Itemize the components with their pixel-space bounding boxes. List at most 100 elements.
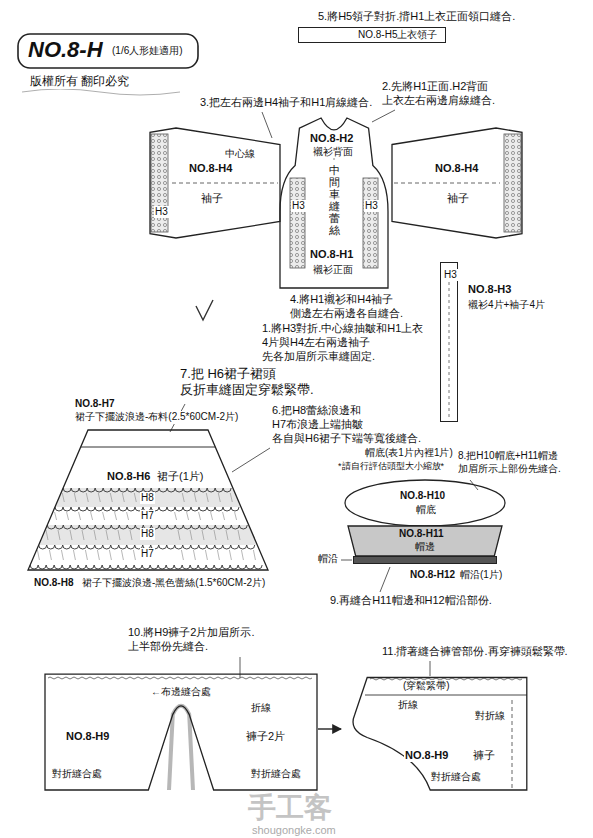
- piece-outline: [150, 128, 280, 238]
- note-label: 版權所有 翻印必究: [30, 74, 129, 89]
- pattern-piece: NO.8-H6裙子(1片)H8H7H8H7: [28, 430, 268, 570]
- gather-stroke: [86, 493, 88, 502]
- piece-label: 對折縫合處: [430, 771, 482, 783]
- piece-label: NO.8-H12: [409, 569, 456, 581]
- gather-stroke: [178, 530, 180, 540]
- lace-tier: [55, 488, 241, 507]
- gather-stroke: [187, 512, 189, 520]
- flourish: [22, 89, 180, 95]
- note-label: 3.把左右兩邊H4袖子和H1肩線縫合.: [200, 96, 372, 110]
- piece-label: 中間車縫蕾絲: [328, 164, 341, 237]
- gather-stroke: [55, 512, 57, 520]
- leader-line: [240, 657, 241, 678]
- note-label: 9.再縫合H11帽邊和H12帽沿部份.: [330, 594, 492, 608]
- gather-stroke: [46, 530, 48, 540]
- piece-label: 袖子: [200, 192, 224, 205]
- piece-label: 對折縫合處: [250, 768, 302, 780]
- piece-label: 褲子: [472, 749, 496, 762]
- waist-edge: [48, 677, 312, 679]
- piece-outline-path: [353, 678, 527, 791]
- lace-band: [363, 178, 378, 268]
- piece-label: H7: [140, 548, 155, 560]
- piece-label: 對折縫合處: [51, 768, 103, 780]
- sleeve-lace: [504, 134, 521, 232]
- gather-stroke: [94, 530, 96, 540]
- sleeve-lace: [504, 134, 521, 232]
- gather-stroke: [230, 493, 232, 502]
- pattern-piece: NO.8-H10帽底: [345, 480, 505, 526]
- gather-stroke: [82, 530, 84, 540]
- gather-stroke: [205, 550, 207, 560]
- lace-tier: [39, 525, 258, 545]
- gather-stroke: [235, 512, 237, 520]
- pattern-piece: NO.8-H2襯衫背面中間車縫蕾絲H3H3NO.8-H1襯衫正面: [280, 118, 388, 288]
- leader-line: [430, 661, 431, 676]
- waistband-line: [365, 695, 527, 696]
- piece-label: NO.8-H10: [399, 490, 446, 502]
- note-label: 4.將H1襯衫和H4袖子 側邊左右兩邊各自縫合.: [290, 293, 430, 321]
- center-line: [172, 183, 278, 184]
- gather-stroke: [199, 512, 201, 520]
- piece-label: ←布邊縫合處: [150, 686, 212, 698]
- note-label: (1/6人形娃適用): [112, 45, 183, 58]
- gather-stroke: [175, 512, 177, 520]
- piece-label: H3: [154, 206, 169, 218]
- pattern-piece: ←布邊縫合處折線NO.8-H9褲子2片對折縫合處對折縫合處: [45, 668, 317, 790]
- fold-line: [512, 700, 513, 788]
- gather-stroke: [181, 550, 183, 560]
- piece-label: NO.8-H3: [467, 283, 512, 296]
- gather-stroke: [130, 530, 132, 540]
- sleeve-lace: [151, 134, 168, 232]
- gather-stroke: [79, 512, 81, 520]
- lace-band: [290, 178, 305, 268]
- piece-label: H3: [443, 269, 458, 281]
- piece-outline: [392, 128, 522, 238]
- piece-label: NO.8-H9: [65, 730, 110, 743]
- piece-outline-path: [348, 526, 502, 556]
- leader-line: [372, 110, 395, 122]
- gather-stroke: [73, 550, 75, 560]
- piece-label: H7: [140, 510, 155, 522]
- piece-outline-path: [150, 128, 280, 238]
- piece-label: 折線: [250, 702, 272, 714]
- title-stamp: [18, 34, 198, 68]
- note-label: 8.把H10帽底+H11帽邊 加眉所示上部份先縫合.: [458, 450, 588, 475]
- note-label: 11.揹著縫合褲管部份.再穿褲頭鬆緊帶.: [382, 645, 568, 659]
- process-arrow: [318, 728, 341, 729]
- waistband-line: [81, 447, 215, 448]
- gather-stroke: [109, 550, 111, 560]
- note-label: 帽沿: [318, 553, 338, 566]
- gather-stroke: [115, 512, 117, 520]
- gather-stroke: [85, 550, 87, 560]
- gather-stroke: [106, 530, 108, 540]
- piece-label: 帽邊: [414, 541, 436, 553]
- piece-label: NO.8-H9: [404, 749, 449, 762]
- gather-stroke: [37, 550, 39, 560]
- pattern-piece: H3NO.8-H3襯衫4片+袖子4片: [440, 262, 458, 422]
- gather-stroke: [134, 493, 136, 502]
- piece-label: 折線: [397, 699, 419, 711]
- piece-outline-path: [280, 118, 388, 288]
- piece-label: 帽沿(1片): [459, 569, 503, 581]
- note-label: 6.把H8蕾絲浪邊和 H7布浪邊上端抽皺 各自與H6裙子下端等寬後縫合.: [272, 404, 432, 445]
- gather-stroke: [61, 550, 63, 560]
- gather-stroke: [110, 493, 112, 502]
- note-label: 裙子下擺波浪邊-黑色蕾絲(1.5*60CM-2片): [82, 577, 265, 590]
- gather-stroke: [253, 550, 255, 560]
- piece-label: NO.8-H1: [309, 248, 354, 261]
- note-label: *請自行評估頭型大小縮放*: [338, 461, 444, 472]
- gather-stroke: [74, 493, 76, 502]
- note-label: NO.8-H7: [75, 398, 114, 411]
- leader-line: [232, 448, 270, 472]
- piece-label: H8: [140, 492, 155, 504]
- ruffle-edge: [30, 565, 262, 569]
- gather-stroke: [223, 512, 225, 520]
- pattern-piece: NO.8-H5上衣領子: [298, 27, 446, 43]
- gather-stroke: [58, 530, 60, 540]
- gather-stroke: [70, 530, 72, 540]
- gather-stroke: [91, 512, 93, 520]
- piece-outline-path: [45, 674, 317, 790]
- piece-label: H3: [291, 200, 306, 212]
- piece-label: NO.8-H6: [106, 470, 151, 483]
- gather-stroke: [118, 530, 120, 540]
